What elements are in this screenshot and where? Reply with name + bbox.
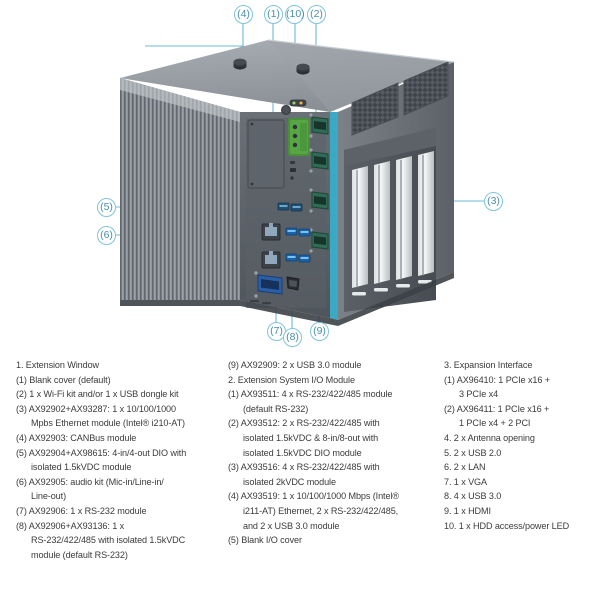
legend-left-item: (1) Blank cover (default) xyxy=(16,374,111,385)
callout-5[interactable]: (5) xyxy=(97,198,116,217)
serial-port-group xyxy=(309,113,329,253)
chassis-top-highlight xyxy=(267,39,455,63)
callout-10[interactable]: (10) xyxy=(285,5,305,24)
callout-8[interactable]: (8) xyxy=(283,328,302,347)
legend-left-item: (6) AX92905: audio kit (Mic-in/Line-in/ … xyxy=(16,476,164,502)
legend-middle-item: (5) Blank I/O cover xyxy=(228,535,302,546)
callout-3[interactable]: (3) xyxy=(484,192,503,211)
legend-right-item: 5. 2 x USB 2.0 xyxy=(444,447,502,458)
panel-switches xyxy=(290,161,296,180)
vent-mesh-panels xyxy=(351,61,449,136)
callout-2[interactable]: (2) xyxy=(307,5,326,24)
chassis-base-shadow xyxy=(120,272,454,326)
legend-right-item: 7. 1 x VGA xyxy=(444,476,487,487)
expansion-bracket-group xyxy=(352,151,434,288)
vga-port xyxy=(254,271,283,298)
legend-column-right: 3. Expansion Interface (1) AX96410: 1 PCI… xyxy=(444,358,596,533)
product-illustration: (4) (1) (10) (2) (5) (6) (3) (7) (8) (9) xyxy=(97,5,503,347)
legend-right-item: 6. 2 x LAN xyxy=(444,462,486,473)
legend-column-left: 1. Extension Window (1) Blank cover (defa… xyxy=(16,358,224,562)
hdd-power-led xyxy=(281,99,307,115)
serial-port-db9 xyxy=(309,228,329,253)
legend-left-item: (2) 1 x Wi-Fi kit and/or 1 x USB dongle … xyxy=(16,389,179,400)
legend-right-item: 9. 1 x HDMI xyxy=(444,505,491,516)
front-vent-slots xyxy=(250,300,271,305)
callout-1[interactable]: (1) xyxy=(264,5,283,24)
legend-middle-item: (4) AX93519: 1 x 10/100/1000 Mbps (Intel… xyxy=(228,491,399,531)
legend-middle-item: (3) AX93516: 4 x RS-232/422/485 with iso… xyxy=(228,462,380,487)
legend-column-middle: (9) AX92909: 2 x USB 3.0 module 2. Extens… xyxy=(228,358,428,548)
legend-middle-item: (2) AX93512: 2 x RS-232/422/485 with iso… xyxy=(228,418,380,458)
legend-right-item: (2) AX96411: 1 PCIe x16 + 1 PCIe x4 + 2 … xyxy=(444,403,550,429)
legend-right-item: 4. 2 x Antenna opening xyxy=(444,432,535,443)
legend-right-item: 8. 4 x USB 3.0 xyxy=(444,491,502,502)
usb-30-ports xyxy=(285,227,311,263)
legend-right-item: 10. 1 x HDD access/power LED xyxy=(444,520,570,531)
legend-middle-item: (1) AX93511: 4 x RS-232/422/485 module (… xyxy=(228,389,393,414)
legend-right-item: 3. Expansion Interface xyxy=(444,360,533,370)
power-terminal-block xyxy=(288,118,310,156)
heatsink-fins xyxy=(120,78,240,300)
extension-window-cover xyxy=(247,119,285,189)
legend-left-item: (7) AX92906: 1 x RS-232 module xyxy=(16,505,147,516)
serial-port-db9 xyxy=(309,113,329,138)
usb-20-ports xyxy=(277,202,303,212)
specification-legend: 1. Extension Window (1) Blank cover (defa… xyxy=(0,350,600,593)
callout-4[interactable]: (4) xyxy=(234,5,253,24)
lan-ports xyxy=(261,223,281,269)
product-illustration-svg xyxy=(116,24,484,328)
legend-middle-item: (9) AX92909: 2 x USB 3.0 module xyxy=(228,360,362,370)
antenna-opening-caps xyxy=(233,58,310,75)
legend-right-item: (1) AX96410: 1 PCIe x16 + 3 PCIe x4 xyxy=(444,374,550,400)
legend-left-item: (3) AX92902+AX93287: 1 x 10/100/1000 Mpb… xyxy=(16,403,185,429)
serial-port-db9 xyxy=(309,188,329,213)
chassis-top-face xyxy=(120,40,454,112)
callout-9[interactable]: (9) xyxy=(310,322,329,341)
legend-middle-item: 2. Extension System I/O Module xyxy=(228,374,355,385)
expansion-slot-housing xyxy=(344,128,436,312)
hdmi-port xyxy=(286,276,300,291)
legend-left-item: 1. Extension Window xyxy=(16,360,100,370)
callout-6[interactable]: (6) xyxy=(97,226,116,245)
accent-stripe xyxy=(330,112,338,320)
legend-left-item: (5) AX92904+AX98615: 4-in/4-out DIO with… xyxy=(16,447,187,473)
serial-port-db9 xyxy=(309,148,329,173)
legend-left-item: (8) AX92906+AX93136: 1 x RS-232/422/485 … xyxy=(16,520,186,560)
bracket-screw-tabs xyxy=(352,280,432,296)
legend-left-item: (4) AX92903: CANBus module xyxy=(16,432,137,443)
